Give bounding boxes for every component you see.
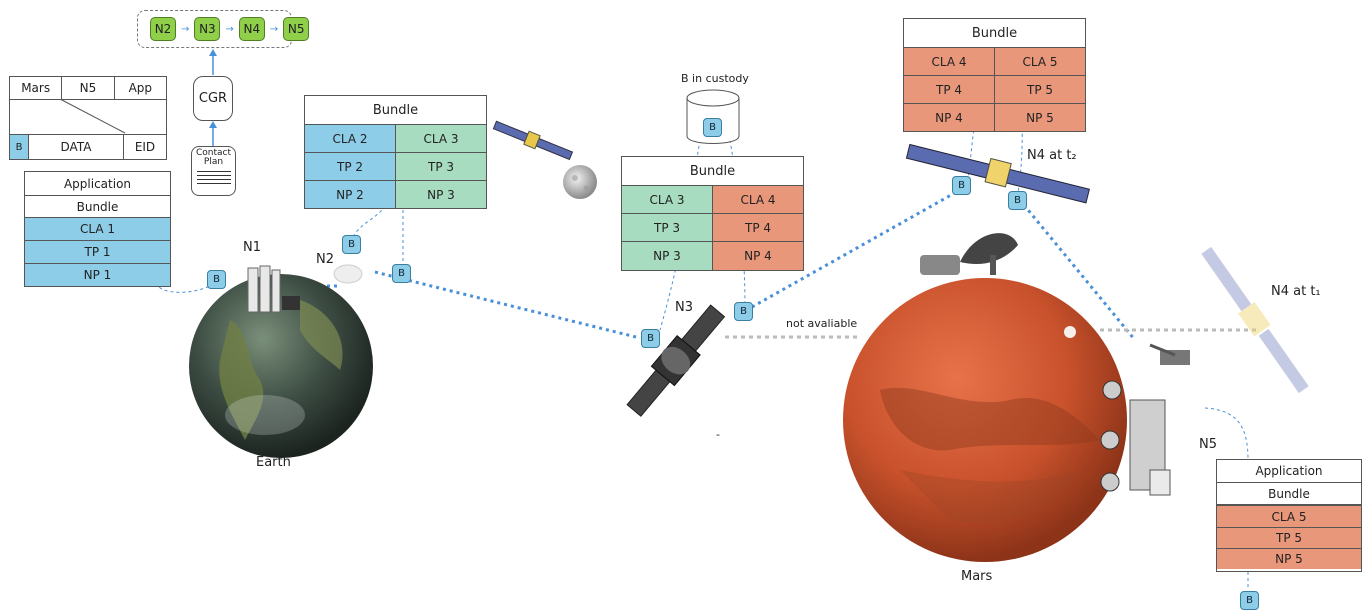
n3-bundle: Bundle — [689, 163, 736, 179]
eid-bracket-right — [166, 99, 167, 135]
eid-header-mars: Mars — [21, 81, 51, 95]
route-node-n3: N3 — [194, 17, 221, 41]
ground-station-antenna — [247, 265, 300, 313]
stack-n1: Application Bundle CLA 1 TP 1 NP 1 — [24, 171, 171, 287]
custody-bundle-marker: B — [703, 118, 722, 137]
label-n5: N5 — [1199, 437, 1217, 452]
n2-np-right: NP 3 — [395, 181, 486, 208]
eid-header-app: App — [113, 77, 166, 99]
relay-satellite-n3 — [626, 304, 726, 417]
cgr-box: CGR — [193, 76, 233, 121]
n4-np-right: NP 5 — [994, 104, 1085, 131]
label-n1: N1 — [243, 240, 261, 255]
bundle-eid-cell: EID — [123, 135, 166, 159]
n4-np-left: NP 4 — [904, 104, 994, 131]
label-dash: - — [716, 428, 720, 441]
n2-bundle: Bundle — [372, 102, 419, 118]
n3-cla-left: CLA 3 — [622, 186, 712, 213]
n2-cla-right: CLA 3 — [395, 125, 486, 152]
label-n3: N3 — [675, 300, 693, 315]
bundle-b-cell: B — [10, 135, 28, 159]
route-arrow: → — [181, 23, 190, 35]
mars-globe — [843, 278, 1127, 562]
n4-bundle: Bundle — [971, 25, 1018, 41]
label-n2: N2 — [316, 252, 334, 267]
eid-header-n5: N5 — [61, 77, 113, 99]
contact-plan-label-1: Contact — [195, 148, 231, 158]
bundle-marker-n4-a: B — [952, 176, 971, 195]
eid-bracket — [9, 99, 10, 135]
rover — [1100, 343, 1190, 496]
n5-np: NP 5 — [1275, 552, 1303, 566]
route-arrow: → — [225, 23, 234, 35]
route-arrow: → — [269, 23, 279, 35]
document-lines-icon — [196, 171, 231, 184]
route-nodes: N2 → N3 → N4 → N5 — [150, 17, 310, 41]
n2-dish — [333, 264, 363, 284]
n2-tp-left: TP 2 — [305, 153, 395, 180]
orbiter-satellite — [492, 120, 574, 161]
n3-np-left: NP 3 — [622, 242, 712, 270]
n2-cla-left: CLA 2 — [305, 125, 395, 152]
n5-tp: TP 5 — [1275, 531, 1302, 545]
link-n4-n5 — [1022, 204, 1137, 341]
n1-tp: TP 1 — [84, 245, 111, 259]
moon — [563, 165, 597, 199]
route-node-n5: N5 — [283, 17, 310, 41]
bundle-marker-n5: B — [1240, 591, 1259, 610]
label-n4-t1: N4 at t₁ — [1271, 284, 1321, 299]
bundle-marker-n1: B — [207, 270, 226, 289]
stack-n3: Bundle CLA 3 CLA 4 TP 3 TP 4 NP 3 NP 4 — [621, 156, 804, 271]
n4-cla-right: CLA 5 — [994, 48, 1085, 75]
bundle-marker-n4-b: B — [1008, 191, 1027, 210]
route-node-n2: N2 — [150, 17, 176, 41]
bundle-data-table: B DATA EID — [9, 134, 167, 160]
n1-cla: CLA 1 — [80, 222, 115, 236]
n3-cla-right: CLA 4 — [712, 186, 803, 213]
n1-bundle: Bundle — [76, 199, 119, 214]
eid-header-table: Mars N5 App — [9, 76, 167, 100]
relay-satellite-n4-t2 — [905, 143, 1090, 204]
lander-dish — [920, 233, 1018, 275]
n5-application: Application — [1255, 464, 1323, 478]
relay-satellite-n4-t1 — [1201, 246, 1309, 394]
stack-n2: Bundle CLA 2 CLA 3 TP 2 TP 3 NP 2 NP 3 — [304, 95, 487, 209]
bundle-data-cell: DATA — [28, 135, 123, 159]
n3-tp-left: TP 3 — [622, 214, 712, 241]
n4-tp-left: TP 4 — [904, 76, 994, 103]
custody-label: B in custody — [681, 72, 749, 85]
custody-cylinder-icon — [686, 89, 740, 144]
route-node-n4: N4 — [238, 17, 265, 41]
n4-tp-right: TP 5 — [994, 76, 1085, 103]
bundle-marker-n2-a: B — [342, 235, 361, 254]
n1-np: NP 1 — [83, 268, 112, 282]
n5-bundle: Bundle — [1268, 486, 1310, 501]
n5-cla: CLA 5 — [1271, 509, 1307, 524]
label-earth: Earth — [256, 455, 291, 470]
bundle-marker-n2-b: B — [392, 264, 411, 283]
n4-cla-left: CLA 4 — [904, 48, 994, 75]
n1-application: Application — [63, 176, 132, 191]
stack-n4: Bundle CLA 4 CLA 5 TP 4 TP 5 NP 4 NP 5 — [903, 18, 1086, 132]
n2-np-left: NP 2 — [305, 181, 395, 208]
label-not-available: not avaliable — [786, 317, 858, 330]
bundle-marker-n3-a: B — [641, 329, 660, 348]
label-mars: Mars — [961, 569, 993, 584]
n2-tp-right: TP 3 — [395, 153, 486, 180]
contact-plan: Contact Plan — [191, 146, 236, 196]
link-n3-n4 — [751, 188, 961, 309]
bundle-marker-n3-b: B — [734, 302, 753, 321]
n3-tp-right: TP 4 — [712, 214, 803, 241]
n3-np-right: NP 4 — [712, 242, 803, 270]
label-n4-t2: N4 at t₂ — [1027, 148, 1077, 163]
stack-n5: Application Bundle CLA 5 TP 5 NP 5 — [1216, 459, 1362, 572]
contact-plan-label-2: Plan — [203, 157, 224, 167]
